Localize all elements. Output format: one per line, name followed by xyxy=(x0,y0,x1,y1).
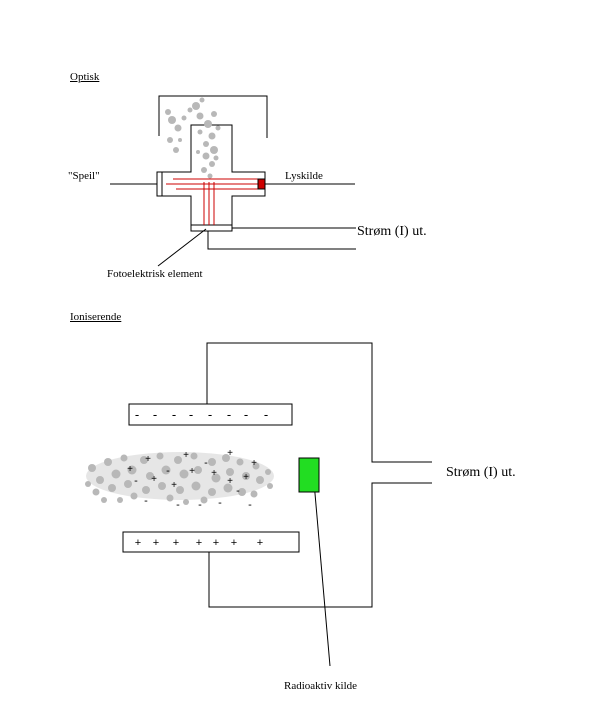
ionizing-heading: Ioniserende xyxy=(70,311,122,323)
ionizing-circuit-top xyxy=(206,342,432,463)
negative-ion: - xyxy=(166,465,170,477)
negative-ion: - xyxy=(248,499,252,511)
positive-ion: + xyxy=(211,468,217,479)
negative-sign: - xyxy=(189,407,193,422)
negative-sign: - xyxy=(153,407,157,422)
positive-sign: + xyxy=(213,537,219,549)
photo-element-label: Fotoelektrisk element xyxy=(107,268,203,280)
optical-current-out-label: Strøm (I) ut. xyxy=(357,224,427,239)
optical-smoke xyxy=(165,97,221,179)
positive-sign: + xyxy=(153,537,159,549)
negative-ion: - xyxy=(218,497,222,509)
negative-sign: - xyxy=(208,407,212,422)
negative-sign: - xyxy=(135,407,139,422)
cloud-ions: +++++++++++--------- xyxy=(127,448,257,511)
radioactive-source-pointer xyxy=(313,481,331,667)
positive-sign: + xyxy=(135,537,141,549)
mirror xyxy=(156,171,163,197)
positive-ion: + xyxy=(243,472,249,483)
optical-top-cap xyxy=(158,95,268,138)
optical-heading: Optisk xyxy=(70,71,100,83)
positive-ion: + xyxy=(183,450,189,461)
negative-sign: - xyxy=(264,407,268,422)
positive-sign: + xyxy=(173,537,179,549)
light-source-label: Lyskilde xyxy=(285,170,323,182)
output-line-bottom xyxy=(207,231,356,250)
light-beams xyxy=(166,178,258,225)
ionizing-current-out-label: Strøm (I) ut. xyxy=(446,465,516,480)
negative-ion: - xyxy=(144,495,148,507)
negative-plate-signs: -------- xyxy=(135,407,268,422)
negative-ion: - xyxy=(134,475,138,487)
optical-detector xyxy=(110,95,356,267)
positive-ion: + xyxy=(145,454,151,465)
negative-ion: - xyxy=(236,485,240,497)
negative-ion: - xyxy=(176,499,180,511)
negative-sign: - xyxy=(227,407,231,422)
radioactive-source-label: Radioaktiv kilde xyxy=(284,680,358,692)
positive-sign: + xyxy=(231,537,237,549)
positive-ion: + xyxy=(151,474,157,485)
positive-plate-signs: + + + + + + + xyxy=(135,537,263,549)
negative-ion: - xyxy=(198,499,202,511)
positive-ion: + xyxy=(251,458,257,469)
negative-ion: - xyxy=(204,457,208,469)
photoelectric-element xyxy=(190,224,233,232)
positive-ion: + xyxy=(227,448,233,459)
negative-sign: - xyxy=(244,407,248,422)
positive-sign: + xyxy=(257,537,263,549)
radioactive-source xyxy=(298,457,320,493)
positive-ion: + xyxy=(127,464,133,475)
negative-sign: - xyxy=(172,407,176,422)
ionizing-detector xyxy=(122,342,432,667)
positive-sign: + xyxy=(196,537,202,549)
positive-ion: + xyxy=(189,466,195,477)
positive-ion: + xyxy=(171,480,177,491)
positive-plate xyxy=(122,531,300,553)
ionized-smoke-cloud xyxy=(85,452,274,505)
mirror-label: "Speil" xyxy=(68,170,100,182)
negative-plate xyxy=(128,403,293,426)
positive-ion: + xyxy=(227,476,233,487)
light-source xyxy=(257,178,266,190)
ionizing-circuit-bottom xyxy=(208,482,432,608)
photo-element-pointer xyxy=(157,228,207,267)
